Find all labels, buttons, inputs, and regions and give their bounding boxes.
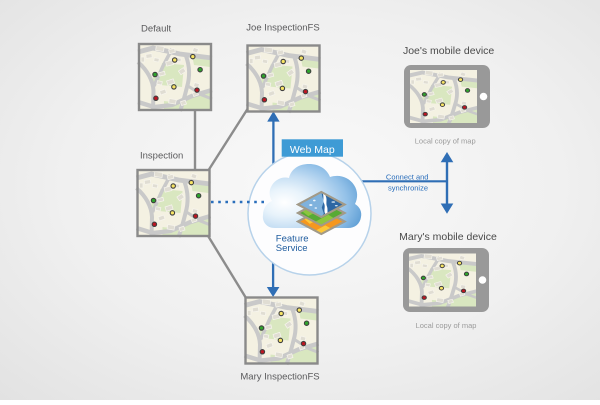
svg-text:Inspection: Inspection: [140, 151, 183, 162]
svg-text:Feature: Feature: [276, 234, 309, 245]
svg-text:Service: Service: [276, 243, 308, 254]
svg-text:synchronize: synchronize: [388, 183, 428, 192]
svg-text:Connect and: Connect and: [386, 172, 429, 181]
svg-text:Joe InspectionFS: Joe InspectionFS: [246, 23, 319, 34]
svg-text:Mary InspectionFS: Mary InspectionFS: [240, 372, 319, 383]
svg-text:Joe's mobile device: Joe's mobile device: [403, 45, 494, 57]
svg-text:Local copy of map: Local copy of map: [415, 137, 476, 146]
svg-text:Mary's mobile device: Mary's mobile device: [399, 231, 497, 243]
svg-text:Web Map: Web Map: [290, 144, 335, 156]
svg-text:Default: Default: [141, 24, 171, 35]
svg-text:Local copy of map: Local copy of map: [416, 321, 477, 330]
